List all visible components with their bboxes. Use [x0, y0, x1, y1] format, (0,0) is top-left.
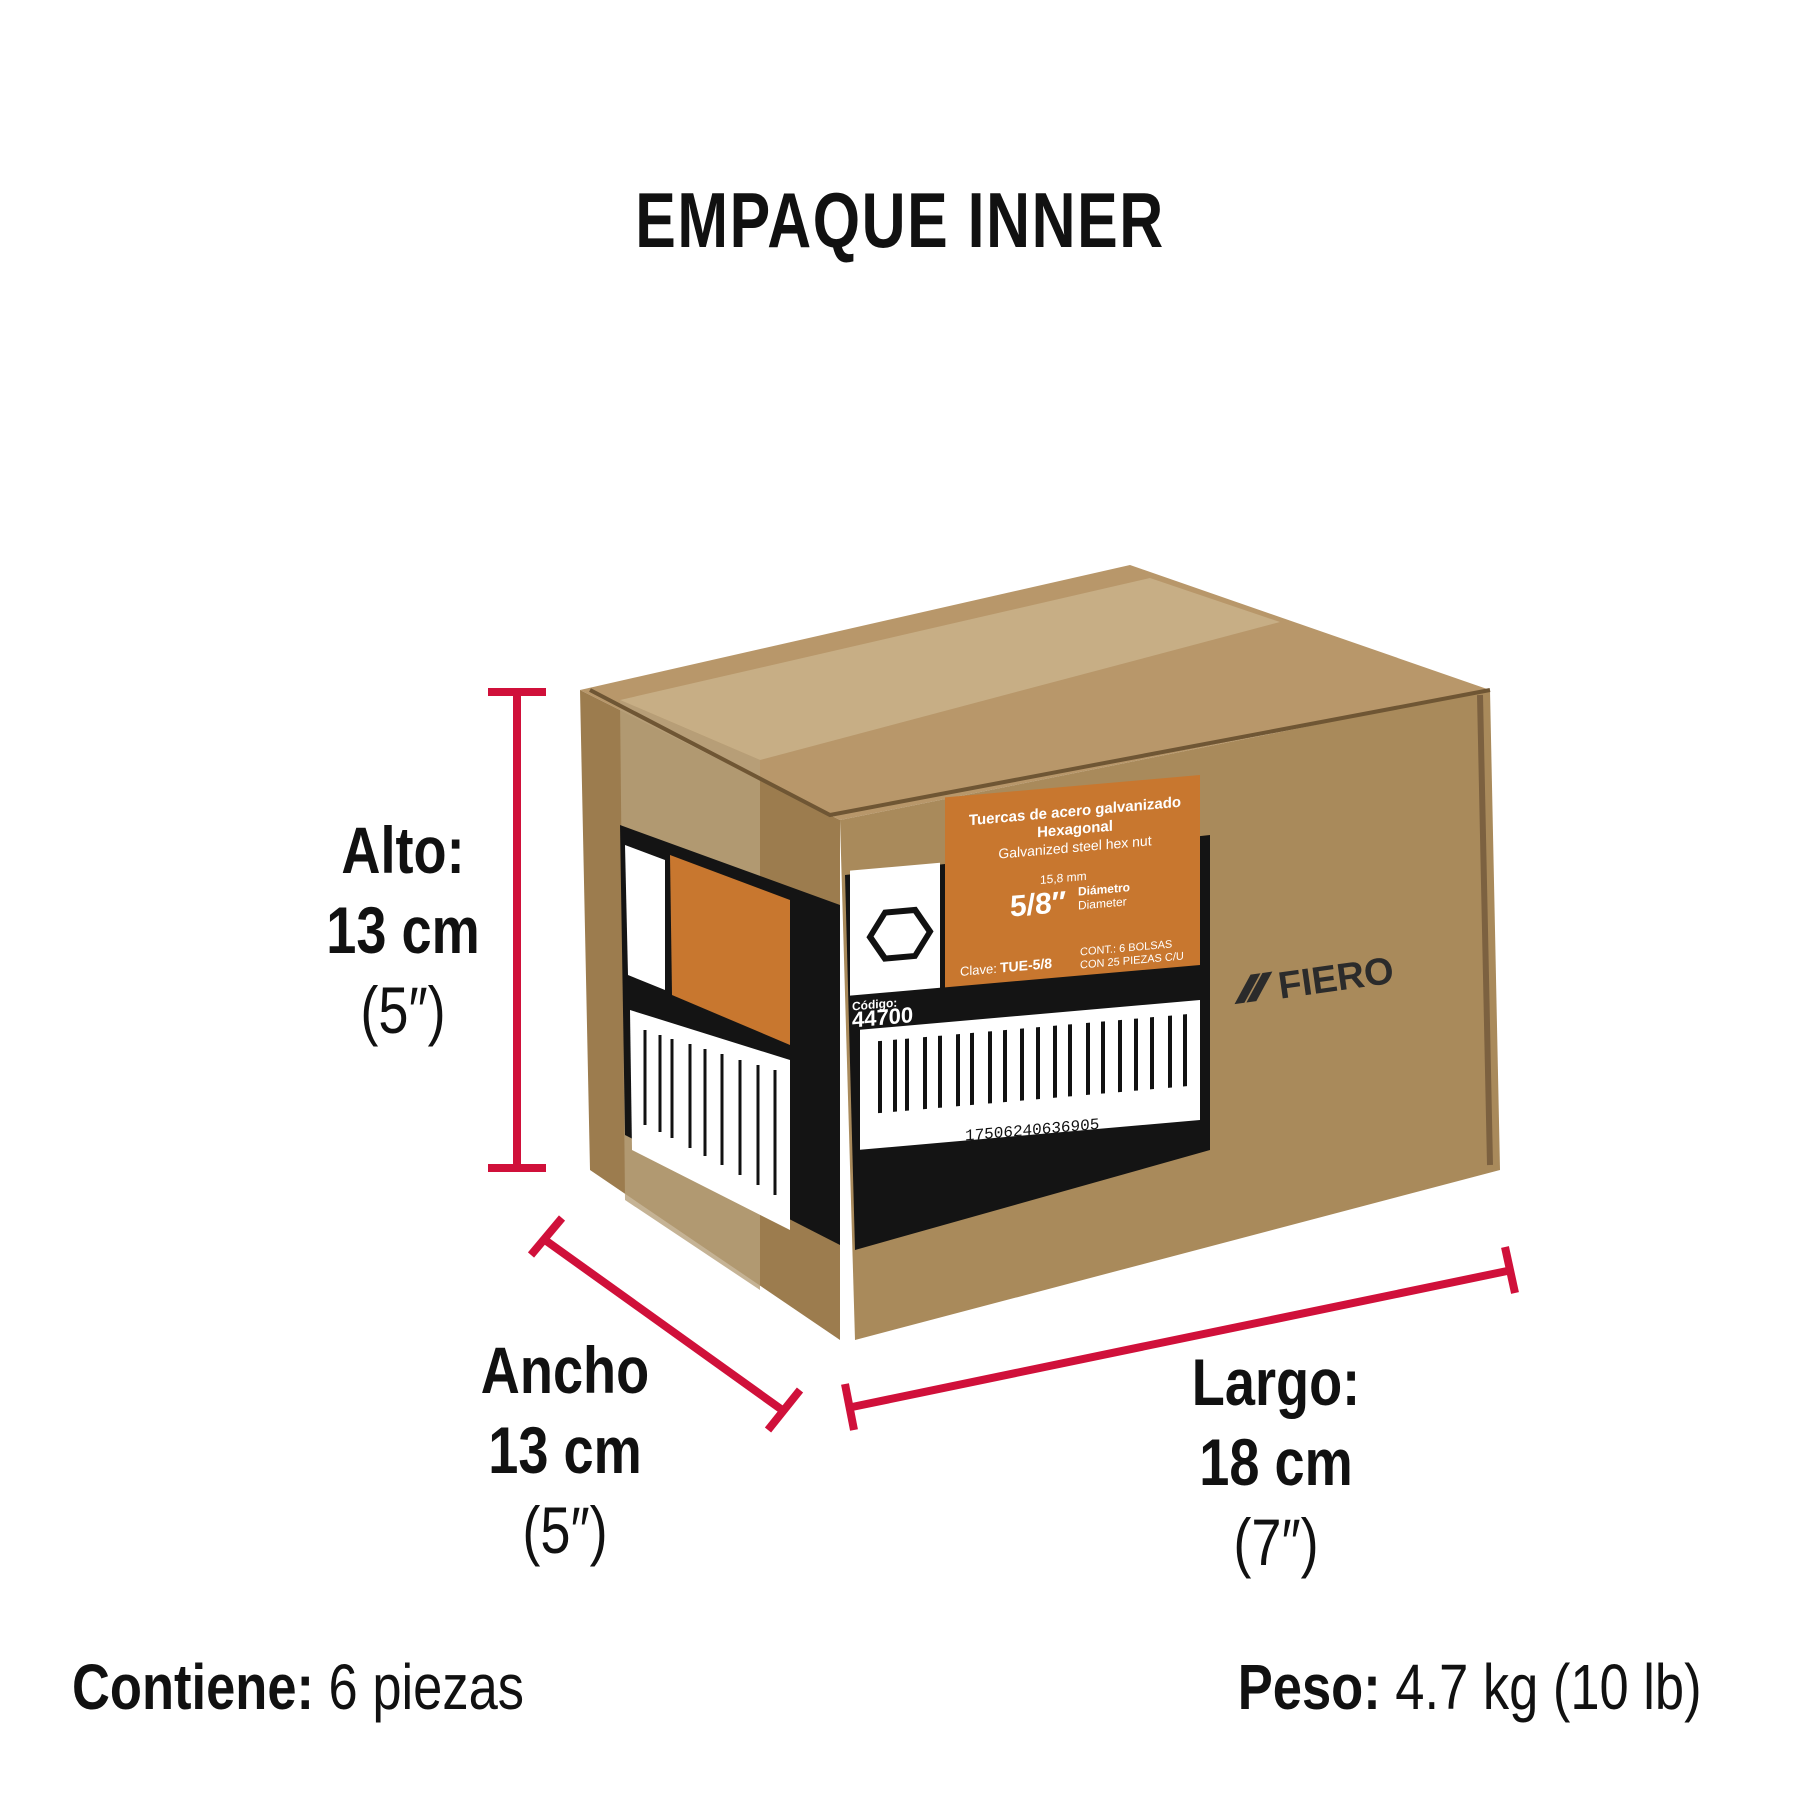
label-clave: TUE-5/8 [1000, 955, 1052, 976]
height-imperial: (5″) [360, 973, 446, 1047]
width-label: Ancho [480, 1333, 650, 1407]
front-label-white [850, 862, 940, 996]
label-clave-label: Clave: [960, 961, 997, 979]
label-subtitle-es: Hexagonal [1037, 818, 1113, 842]
height-metric: 13 cm [326, 893, 480, 967]
width-metric: 13 cm [488, 1413, 642, 1487]
height-label: Alto: [341, 813, 465, 887]
height-dimension-label: Alto: 13 cm (5″) [264, 810, 543, 1050]
front-barcode-area [860, 1000, 1200, 1150]
label-diameter-en: Diameter [1078, 894, 1127, 912]
height-dimension-line [488, 688, 546, 1172]
contents-value: 6 piezas [328, 1651, 525, 1723]
length-label: Largo: [1191, 1345, 1361, 1419]
label-size-in: 5/8″ [1010, 886, 1066, 924]
length-dimension-line [841, 1246, 1519, 1431]
contents-label: Contiene: [72, 1651, 314, 1723]
front-barcode-lines [878, 1014, 1187, 1114]
length-dimension-label: Largo: 18 cm (7″) [1137, 1342, 1416, 1582]
side-label-barcode-area [630, 1010, 790, 1230]
side-label-white [625, 845, 665, 990]
hex-nut-icon [866, 906, 934, 962]
label-size-mm: 15,8 mm [1040, 869, 1087, 887]
packing-tape-top [620, 578, 1280, 760]
box-flap-edge [589, 688, 1491, 818]
box-top-face [580, 565, 1490, 820]
weight-value: 4.7 kg (10 lb) [1395, 1651, 1702, 1723]
page-title: EMPAQUE INNER [635, 176, 1165, 264]
length-imperial: (7″) [1233, 1505, 1319, 1579]
label-diameter-es: Diámetro [1078, 880, 1130, 899]
label-code-label: Código: [852, 996, 897, 1014]
weight-label: Peso: [1238, 1651, 1382, 1723]
length-metric: 18 cm [1199, 1425, 1353, 1499]
box-right-edge [1477, 694, 1493, 1166]
weight-info: Peso: 4.7 kg (10 lb) [1238, 1650, 1702, 1724]
width-dimension-label: Ancho 13 cm (5″) [426, 1330, 705, 1570]
side-label-orange [670, 855, 790, 1045]
contents-info: Contiene: 6 piezas [72, 1650, 524, 1724]
width-imperial: (5″) [522, 1493, 608, 1567]
width-dimension-line [527, 1215, 804, 1433]
label-code: 44700 [852, 1002, 913, 1032]
front-label-orange [945, 775, 1200, 988]
side-barcode-lines [643, 1030, 777, 1195]
